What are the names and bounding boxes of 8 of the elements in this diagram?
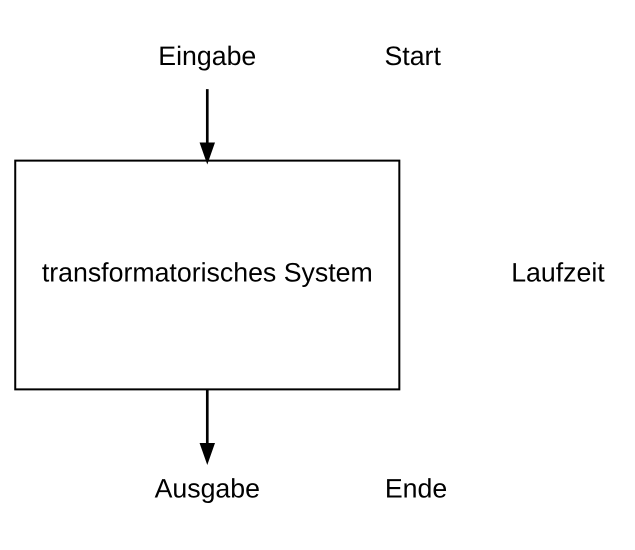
arrow	[200, 390, 215, 466]
label: Ende	[384, 474, 448, 504]
arrow	[200, 89, 215, 165]
node-text: Ausgabe	[154, 474, 260, 504]
label: Start	[384, 41, 441, 72]
node-box: transformatorisches System	[14, 160, 400, 390]
node-text: Eingabe	[158, 41, 256, 72]
label: Laufzeit	[511, 257, 605, 288]
